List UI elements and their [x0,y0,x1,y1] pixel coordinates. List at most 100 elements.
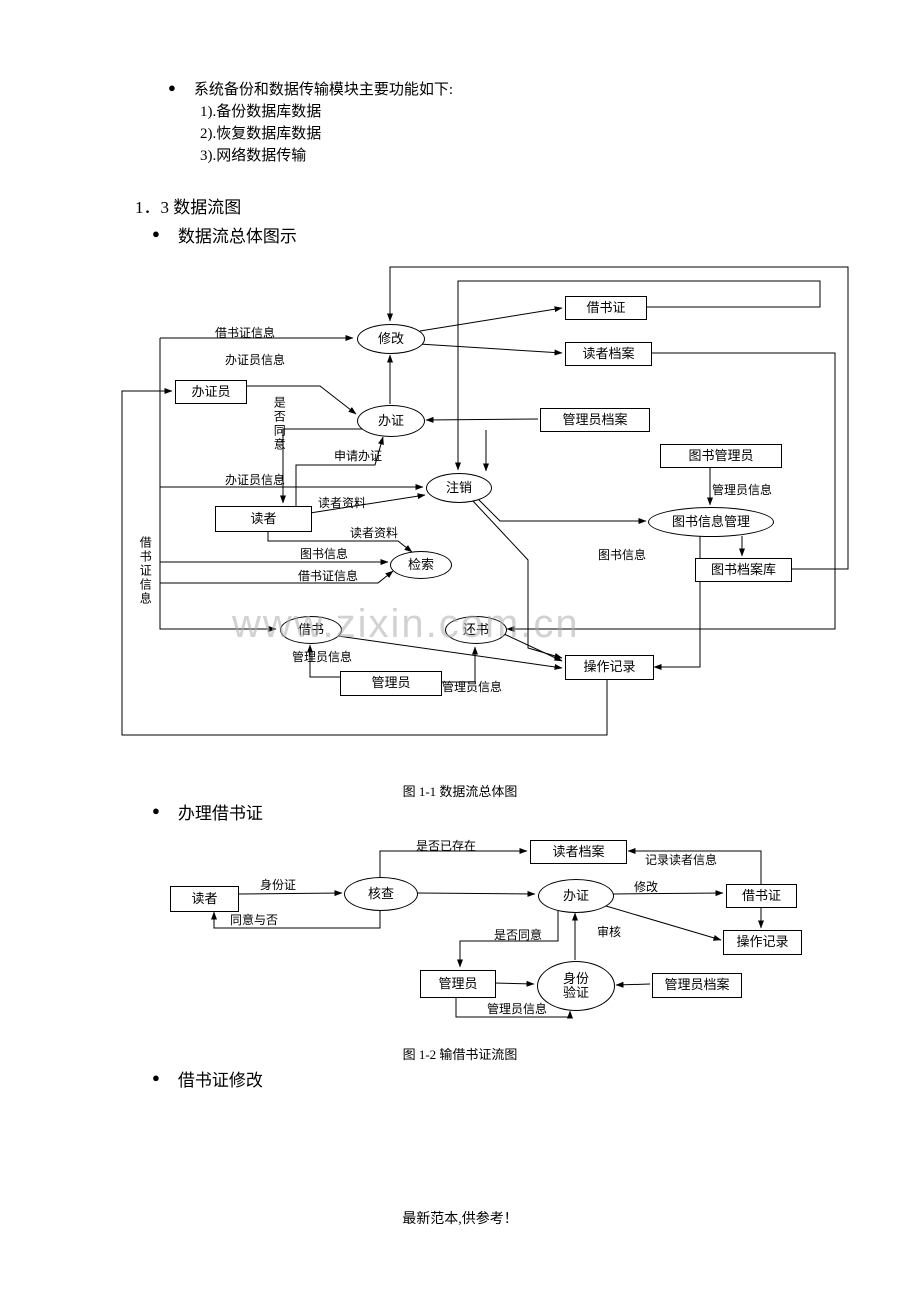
d1-arrow-cancel-to-mgmt [477,498,647,524]
d2-arrow-admininfo-to-verify [455,997,573,1019]
d1-edge-label-clerk-info-2: 办证员信息 [225,473,286,487]
d1-edge-label-agree: 是否同意 [272,396,287,452]
d2-edge-label-agree: 是否同意 [494,928,543,942]
d2-edge-label-id-card: 身份证 [260,878,297,892]
d1-edge-label-card-info-1: 借书证信息 [215,326,276,340]
d1-process-modify-label: 修改 [377,330,404,346]
subsection-bullet-overview: ● 数据流总体图示 [152,226,297,248]
d1-process-borrow-label: 借书 [297,621,324,637]
d1-arrow-card-loop-to-cancel [455,280,821,471]
d1-box-admin: 管理员 [340,671,442,696]
d2-arrow-check-to-reader [211,910,381,929]
d1-edge-label-book-info-1: 图书信息 [300,547,349,561]
subsection-bullet-apply-card: ● 办理借书证 [152,803,263,825]
d1-process-return-label: 还书 [462,621,489,637]
d1-box-reader: 读者 [215,506,312,532]
intro-list-item-3: 3).网络数据传输 [200,148,307,164]
d1-process-book-info-mgmt-label: 图书信息管理 [671,513,750,529]
d1-box-book-admin: 图书管理员 [660,444,782,468]
d1-arrow-left-to-borrow [159,338,277,632]
d2-edge-label-admin-info: 管理员信息 [487,1002,548,1016]
d1-arrow-bookfile-loop-to-modify [387,266,849,570]
d1-box-admin-file: 管理员档案 [540,408,650,432]
d2-edge-label-exists: 是否已存在 [416,839,477,853]
d1-process-cancel-label: 注销 [445,479,472,495]
d1-edge-label-admin-info-2: 管理员信息 [292,650,353,664]
subsection-overview-text: 数据流总体图示 [177,227,297,246]
d2-arrow-card-to-readerfile [627,848,762,884]
d2-box-op-log-label: 操作记录 [736,934,789,950]
d1-box-clerk: 办证员 [175,380,247,404]
d1-box-op-log-label: 操作记录 [583,659,636,675]
d2-process-id-verify-label: 身份验证 [562,970,589,1000]
d1-process-search-label: 检索 [407,556,434,572]
intro-list-item-1: 1).备份数据库数据 [200,104,322,120]
d1-arrow-admin-to-return [440,646,478,683]
d2-process-id-verify: 身份验证 [537,961,615,1011]
d1-box-admin-label: 管理员 [371,675,411,691]
d1-arrow-cardinfo-to-search [160,570,394,584]
d1-box-op-log: 操作记录 [565,655,654,680]
bullet-icon: ● [152,803,160,818]
d2-process-check-label: 核查 [367,885,394,901]
d2-arrow-check-to-readerfile [379,848,528,877]
intro-bullet-1: ● 系统备份和数据传输模块主要功能如下: [168,80,453,102]
section-heading: 1．3 数据流图 [135,198,242,217]
d2-edge-label-review: 审核 [597,925,622,939]
d1-process-return: 还书 [445,616,507,644]
d1-edge-label-admin-info-3: 管理员信息 [442,680,503,694]
d1-box-admin-file-label: 管理员档案 [562,411,628,427]
d1-arrow-register-to-reader [280,428,366,504]
d1-arrow-readerdata-to-search [267,530,413,553]
d1-process-modify: 修改 [357,324,425,354]
d1-edge-label-card-info-2: 借书证信息 [298,569,359,583]
d2-box-borrow-card-label: 借书证 [741,887,781,903]
d2-process-register-label: 办证 [562,887,589,903]
d2-box-admin-label: 管理员 [438,975,478,991]
d2-arrow-admin-to-verify [493,980,535,987]
d2-box-admin-file-label: 管理员档案 [664,977,730,993]
d2-process-register: 办证 [538,879,614,913]
d2-box-reader: 读者 [170,886,239,912]
bullet-icon: ● [152,1070,160,1085]
d1-arrow-modify-to-card [419,306,563,332]
d1-arrow-modify-to-readerfile [418,343,563,356]
d2-edge-label-record-reader: 记录读者信息 [645,853,718,867]
d1-box-book-file-label: 图书档案库 [710,561,776,577]
diagram1-caption: 图 1-1 数据流总体图 [402,784,518,799]
d1-box-reader-file-label: 读者档案 [582,345,635,361]
d1-arrow-clerk-to-register [245,385,357,415]
d1-process-borrow: 借书 [280,616,342,644]
d2-box-reader-file-label: 读者档案 [552,843,605,859]
d1-arrow-oplog-loop-to-clerk [121,388,608,736]
d1-box-clerk-label: 办证员 [191,383,231,399]
d1-arrow-admin-to-borrow [307,644,340,678]
d1-edge-label-reader-data-1: 读者资料 [318,496,367,510]
d1-arrow-mgmt-to-oplog [653,536,701,670]
bullet-icon: ● [152,226,160,241]
d1-process-search: 检索 [390,551,452,579]
d2-process-check: 核查 [344,877,418,911]
d1-box-borrow-card: 借书证 [565,296,647,320]
d1-process-cancel: 注销 [426,473,492,503]
d2-box-reader-file: 读者档案 [530,840,627,864]
d2-arrow-register-to-card [612,890,724,897]
subsection-bullet-card-modify: ● 借书证修改 [152,1070,263,1092]
d1-box-reader-label: 读者 [250,510,277,526]
d2-edge-label-modify: 修改 [634,880,659,894]
d1-process-book-info-mgmt: 图书信息管理 [648,507,774,537]
subsection-apply-card-text: 办理借书证 [177,804,263,823]
watermark-text: www.zixin.com.cn [232,602,580,646]
subsection-card-modify-text: 借书证修改 [177,1071,263,1090]
d2-box-reader-label: 读者 [191,890,218,906]
d1-edge-label-reader-data-2: 读者资料 [350,526,399,540]
bullet-icon: ● [168,80,176,95]
d1-arrow-readerfile-loop-to-return [506,352,836,632]
d1-arrow-borrow-to-oplog [337,635,563,670]
d2-box-admin: 管理员 [420,970,496,998]
d2-arrow-adminfile-to-verify [615,981,651,988]
d1-process-register-label: 办证 [377,412,404,428]
d1-edge-label-admin-info-1: 管理员信息 [712,483,773,497]
